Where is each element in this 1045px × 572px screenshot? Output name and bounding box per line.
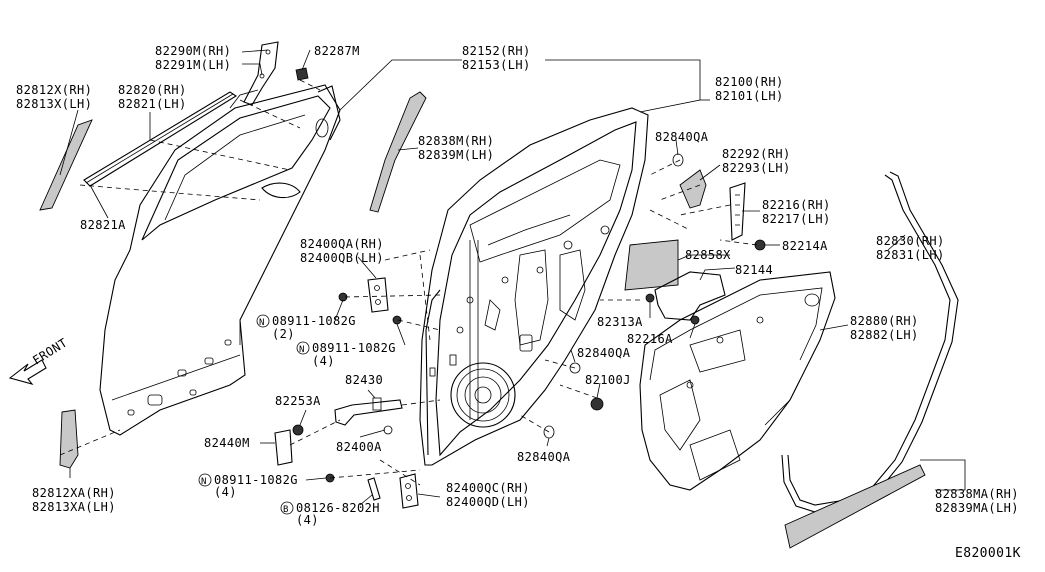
- part-label: 08126-8202H: [296, 501, 380, 515]
- latch-bracket-82144: [654, 271, 726, 321]
- part-label: 82840QA: [577, 346, 631, 360]
- corner-piece-82292: [679, 169, 707, 209]
- part-label: 08911-1082G: [272, 314, 356, 328]
- part-label: 82293(LH): [722, 161, 791, 175]
- part-label: 82216(RH): [762, 198, 831, 212]
- part-label: 82216A: [627, 332, 673, 346]
- part-label: 08911-1082G: [312, 341, 396, 355]
- lower-molding-82838ma: [784, 464, 926, 549]
- part-label: 08911-1082G: [214, 473, 298, 487]
- inner-door-frame: [419, 107, 649, 466]
- belt-molding-82820: [83, 91, 238, 187]
- part-label: 82400QC(RH): [446, 481, 530, 495]
- part-label: 82100J: [585, 373, 631, 387]
- part-label: 82840QA: [655, 130, 709, 144]
- sash-trim-82812x: [39, 119, 93, 211]
- symbol-n-2: N: [299, 345, 305, 355]
- part-label: (4): [214, 485, 237, 499]
- clip-82313a: [645, 293, 655, 303]
- grommet-82840qa: [543, 153, 684, 439]
- part-label: 82830(RH): [876, 234, 945, 248]
- front-arrow-icon: [8, 359, 47, 385]
- part-label: 82313A: [597, 315, 643, 329]
- seal-pad-82858x: [624, 239, 679, 291]
- part-label: 82812X(RH): [16, 83, 92, 97]
- front-label: FRONT: [30, 335, 70, 367]
- part-label: 82440M: [204, 436, 250, 450]
- bracket-82216: [729, 182, 746, 241]
- part-label: 82101(LH): [715, 89, 784, 103]
- part-label: 82292(RH): [722, 147, 791, 161]
- hinge-82400qc: [367, 473, 419, 509]
- part-label: 82144: [735, 263, 773, 277]
- symbol-n-1: N: [259, 318, 265, 328]
- part-label: 82430: [345, 373, 383, 387]
- bolt-icon: [338, 292, 402, 325]
- part-label: 82400QB(LH): [300, 251, 384, 265]
- part-label: 82152(RH): [462, 44, 531, 58]
- part-labels: 82290M(RH) 82291M(LH) 82287M 82152(RH) 8…: [16, 44, 1021, 561]
- part-label: 82400QA(RH): [300, 237, 384, 251]
- part-label: 82839M(LH): [418, 148, 494, 162]
- part-label: 82253A: [275, 394, 321, 408]
- part-label: 82217(LH): [762, 212, 831, 226]
- part-label: 82880(RH): [850, 314, 919, 328]
- part-label: 82400QD(LH): [446, 495, 530, 509]
- part-label: 82291M(LH): [155, 58, 231, 72]
- part-label: 82840QA: [517, 450, 571, 464]
- part-label: (2): [272, 327, 295, 341]
- clip-82216a: [690, 315, 700, 325]
- part-label: 82821(LH): [118, 97, 187, 111]
- part-label: 82882(LH): [850, 328, 919, 342]
- part-label: (4): [312, 354, 335, 368]
- part-label: 82400A: [336, 440, 382, 454]
- part-label: 82839MA(LH): [935, 501, 1019, 515]
- door-trim-82880: [639, 271, 836, 491]
- lower-trim-82812xa: [59, 409, 79, 469]
- leader-lines: [59, 49, 966, 506]
- hinge-82400qa: [367, 277, 389, 313]
- part-label: 82287M: [314, 44, 360, 58]
- part-label: 82838MA(RH): [935, 487, 1019, 501]
- weatherstrip-82830: [781, 171, 959, 513]
- part-label: 82821A: [80, 218, 126, 232]
- part-label: 82214A: [782, 239, 828, 253]
- symbol-n-3: N: [201, 477, 207, 487]
- diagram-code: E820001K: [955, 546, 1021, 561]
- symbol-letters: N N N B: [201, 318, 305, 515]
- symbol-b: B: [283, 505, 289, 515]
- part-label: 82813X(LH): [16, 97, 92, 111]
- symbol-circles: [198, 314, 310, 515]
- part-label: 82290M(RH): [155, 44, 231, 58]
- part-label: 82838M(RH): [418, 134, 494, 148]
- part-label: 82100(RH): [715, 75, 784, 89]
- part-label: 82813XA(LH): [32, 500, 116, 514]
- part-label: 82820(RH): [118, 83, 187, 97]
- part-label: 82153(LH): [462, 58, 531, 72]
- assembly-dashes: [59, 79, 758, 486]
- part-label: (4): [296, 513, 319, 527]
- sash-molding-82838m: [369, 91, 427, 213]
- check-link-82430: [334, 397, 403, 426]
- part-label: 82831(LH): [876, 248, 945, 262]
- part-label: 82812XA(RH): [32, 486, 116, 500]
- part-label: 82858X: [685, 248, 731, 262]
- stopper-82440m: [274, 429, 293, 466]
